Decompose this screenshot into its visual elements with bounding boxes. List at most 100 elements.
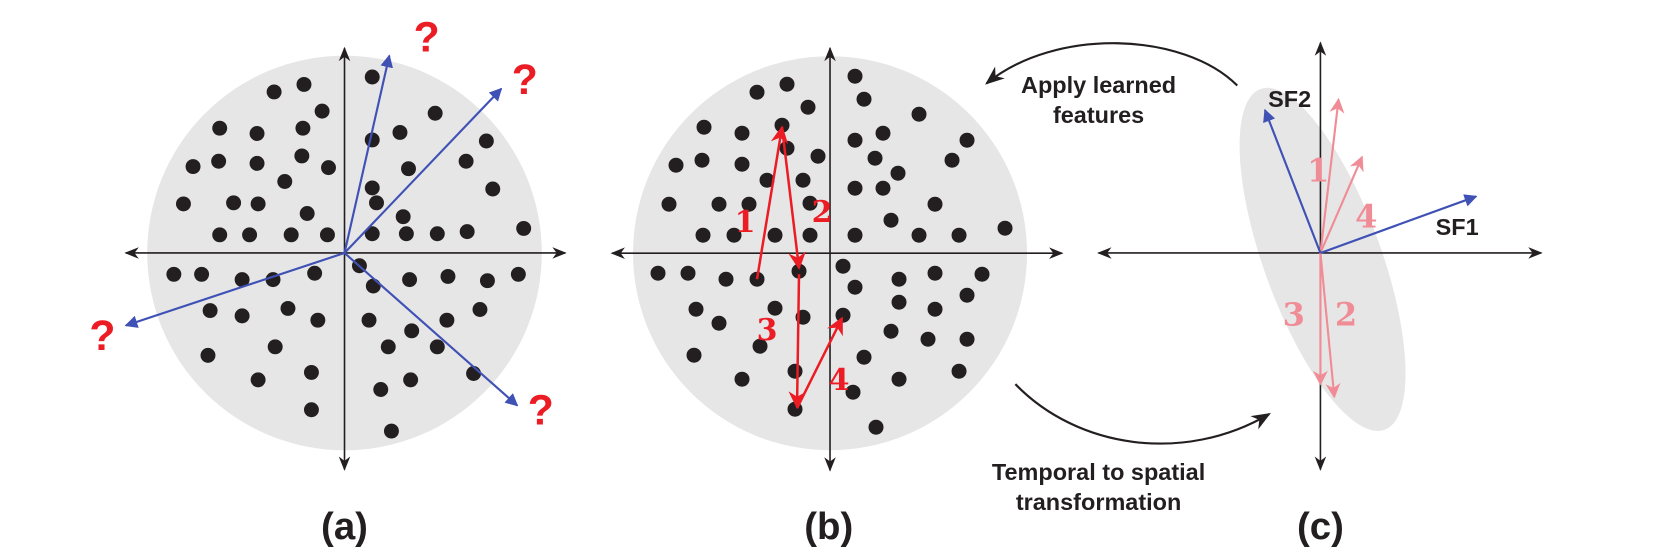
step-arrow-3 xyxy=(788,274,807,409)
data-point xyxy=(364,69,380,85)
data-point xyxy=(175,196,191,212)
data-point xyxy=(891,271,907,287)
data-point xyxy=(280,300,296,316)
data-point xyxy=(847,68,863,84)
data-point xyxy=(380,339,396,355)
data-point xyxy=(395,209,411,225)
data-point xyxy=(795,172,811,188)
step-vector-2 xyxy=(1319,252,1341,399)
data-point xyxy=(383,423,399,439)
data-point xyxy=(365,278,381,294)
panel-a: ? ? ? ? (a) xyxy=(89,13,567,548)
data-point xyxy=(429,339,445,355)
data-point xyxy=(959,132,975,148)
sf2-label: SF2 xyxy=(1268,86,1311,112)
question-mark: ? xyxy=(89,312,115,360)
data-point xyxy=(650,265,666,281)
data-point xyxy=(688,301,704,317)
panel-c: SF2 SF1 1 4 3 2 (c) xyxy=(1097,41,1543,548)
data-point xyxy=(429,226,445,242)
caption-a: (a) xyxy=(321,505,368,548)
data-point xyxy=(369,195,384,211)
step-label: 2 xyxy=(1335,295,1357,333)
data-point xyxy=(997,220,1013,236)
data-point xyxy=(951,363,967,379)
data-point xyxy=(726,227,742,243)
data-point xyxy=(516,220,532,236)
data-point xyxy=(319,227,335,243)
step-vector-1 xyxy=(1319,97,1345,254)
data-point xyxy=(734,125,750,141)
data-point xyxy=(927,265,943,281)
data-point xyxy=(427,105,443,121)
data-point xyxy=(767,227,783,243)
data-point xyxy=(787,363,803,379)
data-point xyxy=(226,195,242,211)
data-point xyxy=(403,372,419,388)
data-point xyxy=(303,364,319,380)
data-point xyxy=(485,181,501,197)
data-point xyxy=(296,76,312,92)
data-point xyxy=(295,120,311,136)
data-point xyxy=(911,106,927,122)
data-point xyxy=(510,266,526,282)
data-point xyxy=(402,272,418,288)
step-arrow-2 xyxy=(780,127,806,270)
step-label: 4 xyxy=(829,363,850,398)
data-point xyxy=(800,99,816,115)
data-point xyxy=(277,174,293,189)
data-point xyxy=(891,294,907,310)
data-point xyxy=(398,226,414,242)
question-mark: ? xyxy=(512,56,538,104)
data-point xyxy=(749,84,765,100)
data-point xyxy=(310,312,326,328)
data-point xyxy=(283,227,299,243)
data-point xyxy=(696,119,712,135)
data-point xyxy=(202,303,218,319)
data-point xyxy=(802,195,818,211)
sf1-label: SF1 xyxy=(1436,214,1479,240)
data-point xyxy=(234,308,250,324)
feature-ellipse xyxy=(1239,87,1406,431)
data-point xyxy=(212,227,228,243)
data-point xyxy=(835,307,851,323)
step-arrow-4 xyxy=(795,316,844,409)
data-point xyxy=(458,153,474,169)
data-point xyxy=(373,382,389,397)
data-point xyxy=(267,339,283,355)
data-point xyxy=(767,300,783,316)
data-point xyxy=(951,227,967,243)
data-point xyxy=(759,172,775,188)
data-point xyxy=(299,206,315,221)
candidate-vector xyxy=(343,54,393,254)
data-point xyxy=(779,76,795,92)
data-point xyxy=(856,349,872,365)
candidate-vector xyxy=(124,251,345,328)
data-point xyxy=(890,165,906,181)
data-point xyxy=(927,301,943,317)
question-mark: ? xyxy=(414,13,440,61)
data-point xyxy=(166,266,182,282)
data-point xyxy=(242,227,258,243)
data-point xyxy=(404,323,420,339)
data-point xyxy=(779,140,795,156)
step-label: 2 xyxy=(812,195,833,230)
data-point xyxy=(944,152,960,168)
data-point xyxy=(847,132,863,148)
data-point xyxy=(321,160,336,176)
candidate-vectors xyxy=(124,54,519,407)
step-label: 3 xyxy=(1283,295,1305,333)
data-point xyxy=(212,120,228,136)
temporal-label-line1: Temporal to spatial xyxy=(992,459,1205,485)
data-point xyxy=(266,84,282,100)
step-label: 1 xyxy=(735,205,756,240)
data-point xyxy=(927,196,943,212)
data-point xyxy=(911,227,927,243)
data-point xyxy=(847,227,863,243)
data-point xyxy=(959,287,975,303)
data-point xyxy=(392,124,408,140)
sf2-vector xyxy=(1263,108,1322,254)
data-point xyxy=(875,180,891,196)
data-point xyxy=(718,271,734,287)
